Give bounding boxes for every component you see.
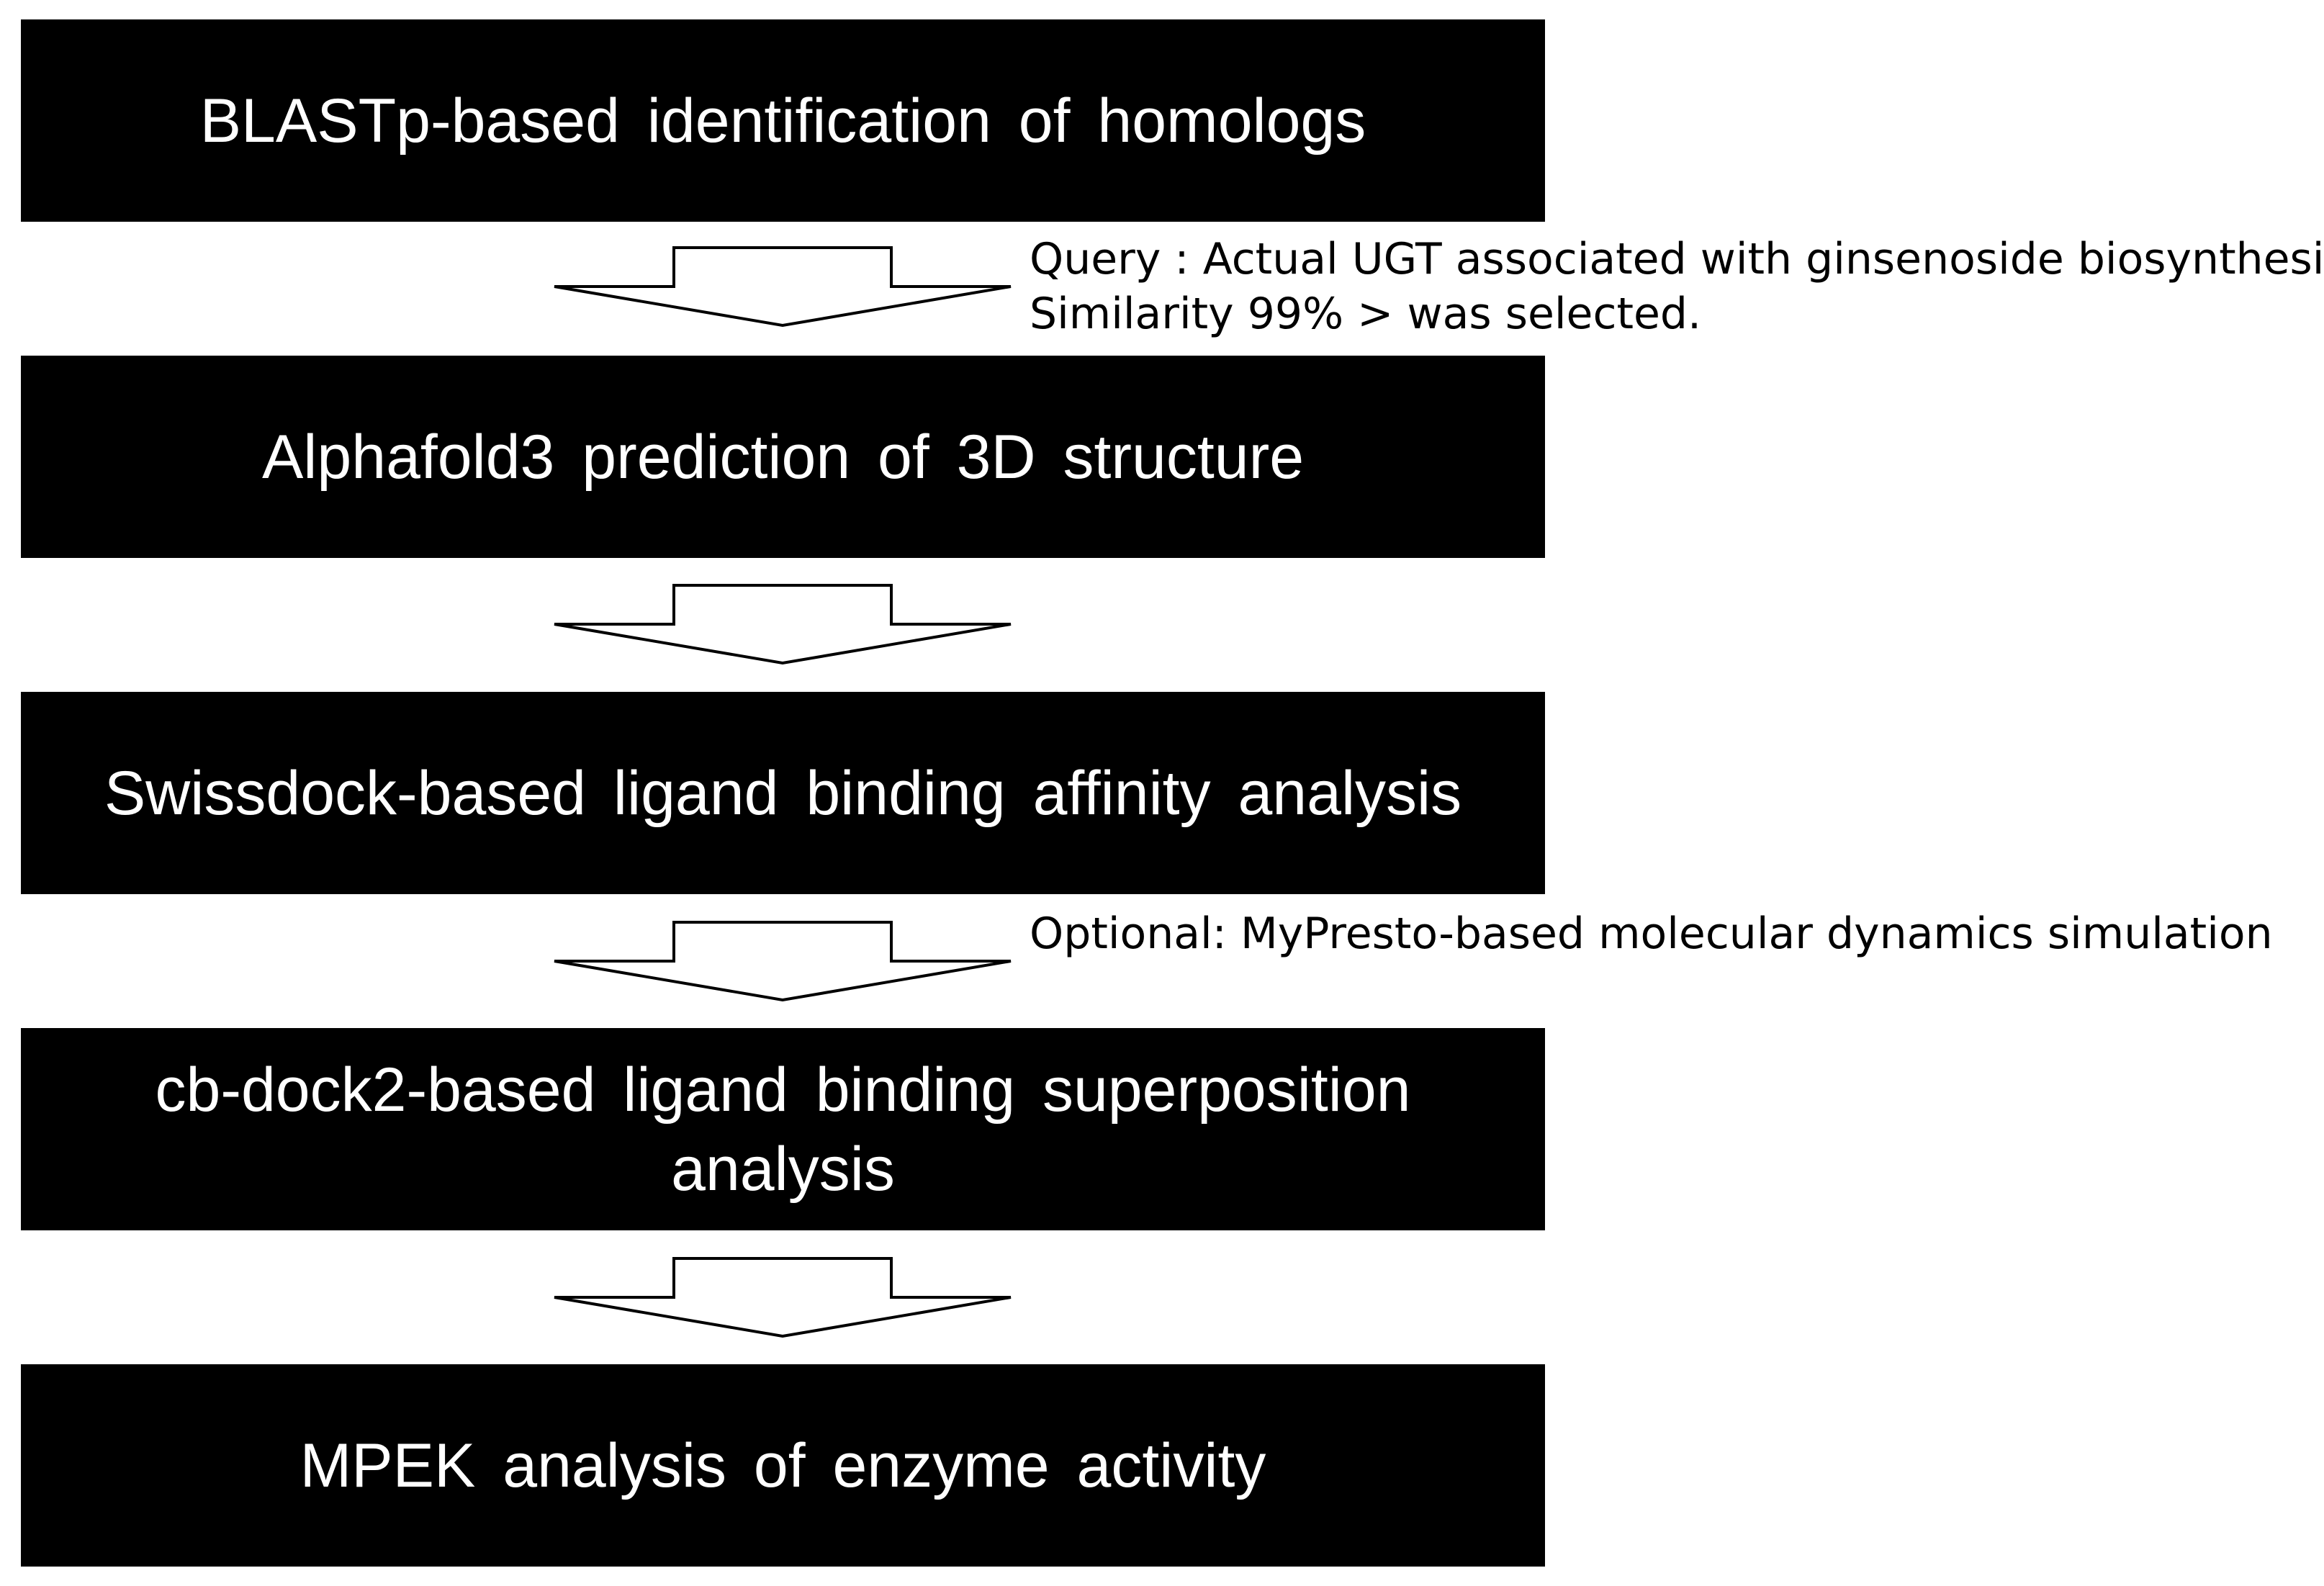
step-label-blastp: BLASTp-based identification of homologs [199,86,1366,156]
step-label-alphafold3: Alphafold3 prediction of 3D structure [261,422,1305,492]
down-arrow-3 [554,921,1012,1002]
annotation-similarity-line: Similarity 99% > was selected. [1030,289,1702,339]
annotation-query: Query : Actual UGT associated with ginse… [1030,232,2324,341]
step-box-alphafold3: Alphafold3 prediction of 3D structure [21,356,1545,558]
step-box-swissdock: Swissdock-based ligand binding affinity … [21,692,1545,894]
step-box-cb-dock2: cb-dock2-based ligand binding superposit… [21,1028,1545,1230]
down-arrow-4 [554,1257,1012,1338]
annotation-query-line: Query : Actual UGT associated with ginse… [1030,234,2324,284]
down-arrow-2 [554,584,1012,665]
step-label-mpek: MPEK analysis of enzyme activity [299,1430,1266,1500]
annotation-optional: Optional: MyPresto-based molecular dynam… [1030,906,2273,961]
down-arrow-1 [554,246,1012,328]
step-box-mpek: MPEK analysis of enzyme activity [21,1364,1545,1567]
step-label-cb-dock2: cb-dock2-based ligand binding superposit… [155,1055,1411,1204]
annotation-optional-line: Optional: MyPresto-based molecular dynam… [1030,909,2273,959]
step-box-blastp: BLASTp-based identification of homologs [21,19,1545,222]
step-label-swissdock: Swissdock-based ligand binding affinity … [104,758,1462,828]
